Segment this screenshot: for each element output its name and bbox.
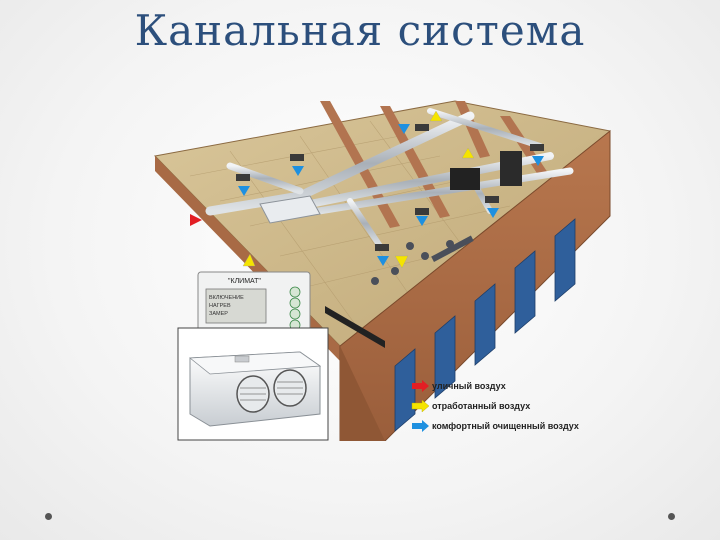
clean-air-arrows: [238, 124, 544, 266]
legend-item-clean-air: комфортный очищенный воздух: [412, 420, 579, 432]
legend: уличный воздух отработанный воздух комфо…: [411, 380, 579, 432]
air-flow-arrows: [190, 110, 544, 269]
controller-line-3: ЗАМЕР: [209, 311, 228, 317]
outdoor-air-arrow: [190, 214, 202, 226]
legend-item-outdoor-air: уличный воздух: [412, 380, 506, 392]
legend-label-clean-air: комфортный очищенный воздух: [432, 421, 579, 431]
air-handling-unit-inset: [177, 327, 329, 441]
slide-decoration-dot-left: [45, 513, 52, 520]
controller-line-2: НАГРЕВ: [209, 303, 231, 309]
duct-system-illustration: "КЛИМАТ" ВКЛЮЧЕНИЕ НАГРЕВ ЗАМЕР уличный …: [150, 96, 615, 441]
climate-controller: "КЛИМАТ" ВКЛЮЧЕНИЕ НАГРЕВ ЗАМЕР: [197, 271, 311, 335]
exhaust-air-arrow: [242, 253, 256, 267]
legend-label-exhaust-air: отработанный воздух: [432, 401, 530, 411]
slide-decoration-dot-right: [668, 513, 675, 520]
controller-line-1: ВКЛЮЧЕНИЕ: [209, 295, 244, 301]
controller-brand: "КЛИМАТ": [228, 278, 261, 285]
slide-title: Канальная система: [134, 6, 586, 55]
legend-item-exhaust-air: отработанный воздух: [411, 399, 530, 413]
office-furniture: [371, 151, 522, 285]
legend-label-outdoor-air: уличный воздух: [432, 381, 506, 391]
